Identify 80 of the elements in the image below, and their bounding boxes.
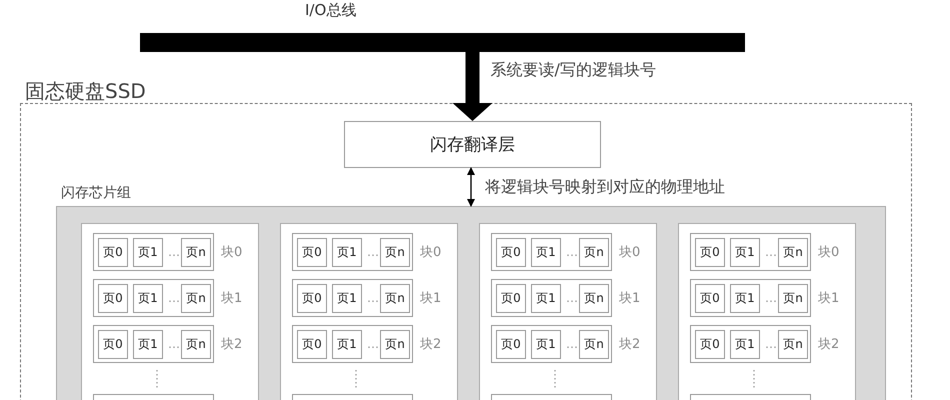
block-label: 块2 xyxy=(221,336,242,353)
process-box: 闪存翻译层 xyxy=(344,121,601,168)
ellipsis: … xyxy=(168,245,180,259)
block-box xyxy=(690,233,811,271)
page-box: 页0 xyxy=(98,330,128,358)
block-label: 块0 xyxy=(619,244,640,261)
arrow xyxy=(452,52,492,121)
page-box: 页1 xyxy=(531,330,561,358)
page-box: 页0 xyxy=(297,238,327,266)
block-label: 块1 xyxy=(619,290,640,307)
page-box: 页1 xyxy=(332,284,362,312)
block-box xyxy=(690,325,811,363)
page-box: 页1 xyxy=(133,330,163,358)
edge-label: 将逻辑块号映射到对应的物理地址 xyxy=(485,177,725,198)
page-box: 页1 xyxy=(531,238,561,266)
page-box: 页n xyxy=(579,330,609,358)
page-box: 页0 xyxy=(496,330,526,358)
page-box: 页n xyxy=(778,238,808,266)
page-box: 页n xyxy=(181,330,211,358)
page-box: 页1 xyxy=(332,330,362,358)
ellipsis: … xyxy=(367,245,379,259)
block-box xyxy=(93,325,214,363)
ellipsis: … xyxy=(765,337,777,351)
page-box: 页n xyxy=(778,284,808,312)
bus-label: I/O总线 xyxy=(305,1,356,20)
block-label: 块1 xyxy=(221,290,242,307)
group-title: 闪存芯片组 xyxy=(61,184,131,202)
page-box: 页n xyxy=(380,238,410,266)
block-label: 块2 xyxy=(420,336,442,353)
block-label: 块0 xyxy=(818,244,840,261)
block-box xyxy=(292,325,413,363)
block-label: 块1 xyxy=(420,290,442,307)
page-box: 页n xyxy=(778,330,808,358)
block-label: 块2 xyxy=(619,336,640,353)
page-box: 页0 xyxy=(496,238,526,266)
page-box: 页0 xyxy=(695,284,725,312)
page-box: 页1 xyxy=(531,284,561,312)
page-box: 页n xyxy=(181,284,211,312)
page-box: 页1 xyxy=(332,238,362,266)
page-box: 页1 xyxy=(730,284,760,312)
page-box: 页0 xyxy=(297,284,327,312)
ellipsis: … xyxy=(566,291,578,305)
page-box: 页n xyxy=(579,284,609,312)
block-box xyxy=(292,233,413,271)
page-box: 页0 xyxy=(297,330,327,358)
block-box xyxy=(93,233,214,271)
page-box: 页1 xyxy=(730,330,760,358)
ellipsis: … xyxy=(168,337,180,351)
page-box: 页0 xyxy=(98,238,128,266)
frame-title: 固态硬盘SSD xyxy=(25,78,146,105)
page-box: 页0 xyxy=(695,238,725,266)
block-box xyxy=(491,233,612,271)
page-box: 页1 xyxy=(133,238,163,266)
block-label: 块0 xyxy=(420,244,442,261)
ellipsis: … xyxy=(765,245,777,259)
ellipsis: … xyxy=(367,337,379,351)
block-box xyxy=(690,279,811,317)
block-box xyxy=(491,279,612,317)
page-box: 页1 xyxy=(730,238,760,266)
edge-label: 系统要读/写的逻辑块号 xyxy=(490,60,656,81)
page-box: 页n xyxy=(579,238,609,266)
page-box: 页0 xyxy=(98,284,128,312)
page-box: 页n xyxy=(181,238,211,266)
block-box xyxy=(292,279,413,317)
page-box: 页n xyxy=(380,330,410,358)
page-box: 页0 xyxy=(695,330,725,358)
ellipsis: … xyxy=(566,337,578,351)
block-label: 块2 xyxy=(818,336,840,353)
ellipsis: … xyxy=(367,291,379,305)
ellipsis: … xyxy=(765,291,777,305)
block-label: 块1 xyxy=(818,290,840,307)
ellipsis: … xyxy=(566,245,578,259)
block-box xyxy=(491,325,612,363)
block-label: 块0 xyxy=(221,244,242,261)
arrow xyxy=(467,167,475,207)
ellipsis: … xyxy=(168,291,180,305)
block-box xyxy=(93,279,214,317)
page-box: 页1 xyxy=(133,284,163,312)
page-box: 页n xyxy=(380,284,410,312)
page-box: 页0 xyxy=(496,284,526,312)
